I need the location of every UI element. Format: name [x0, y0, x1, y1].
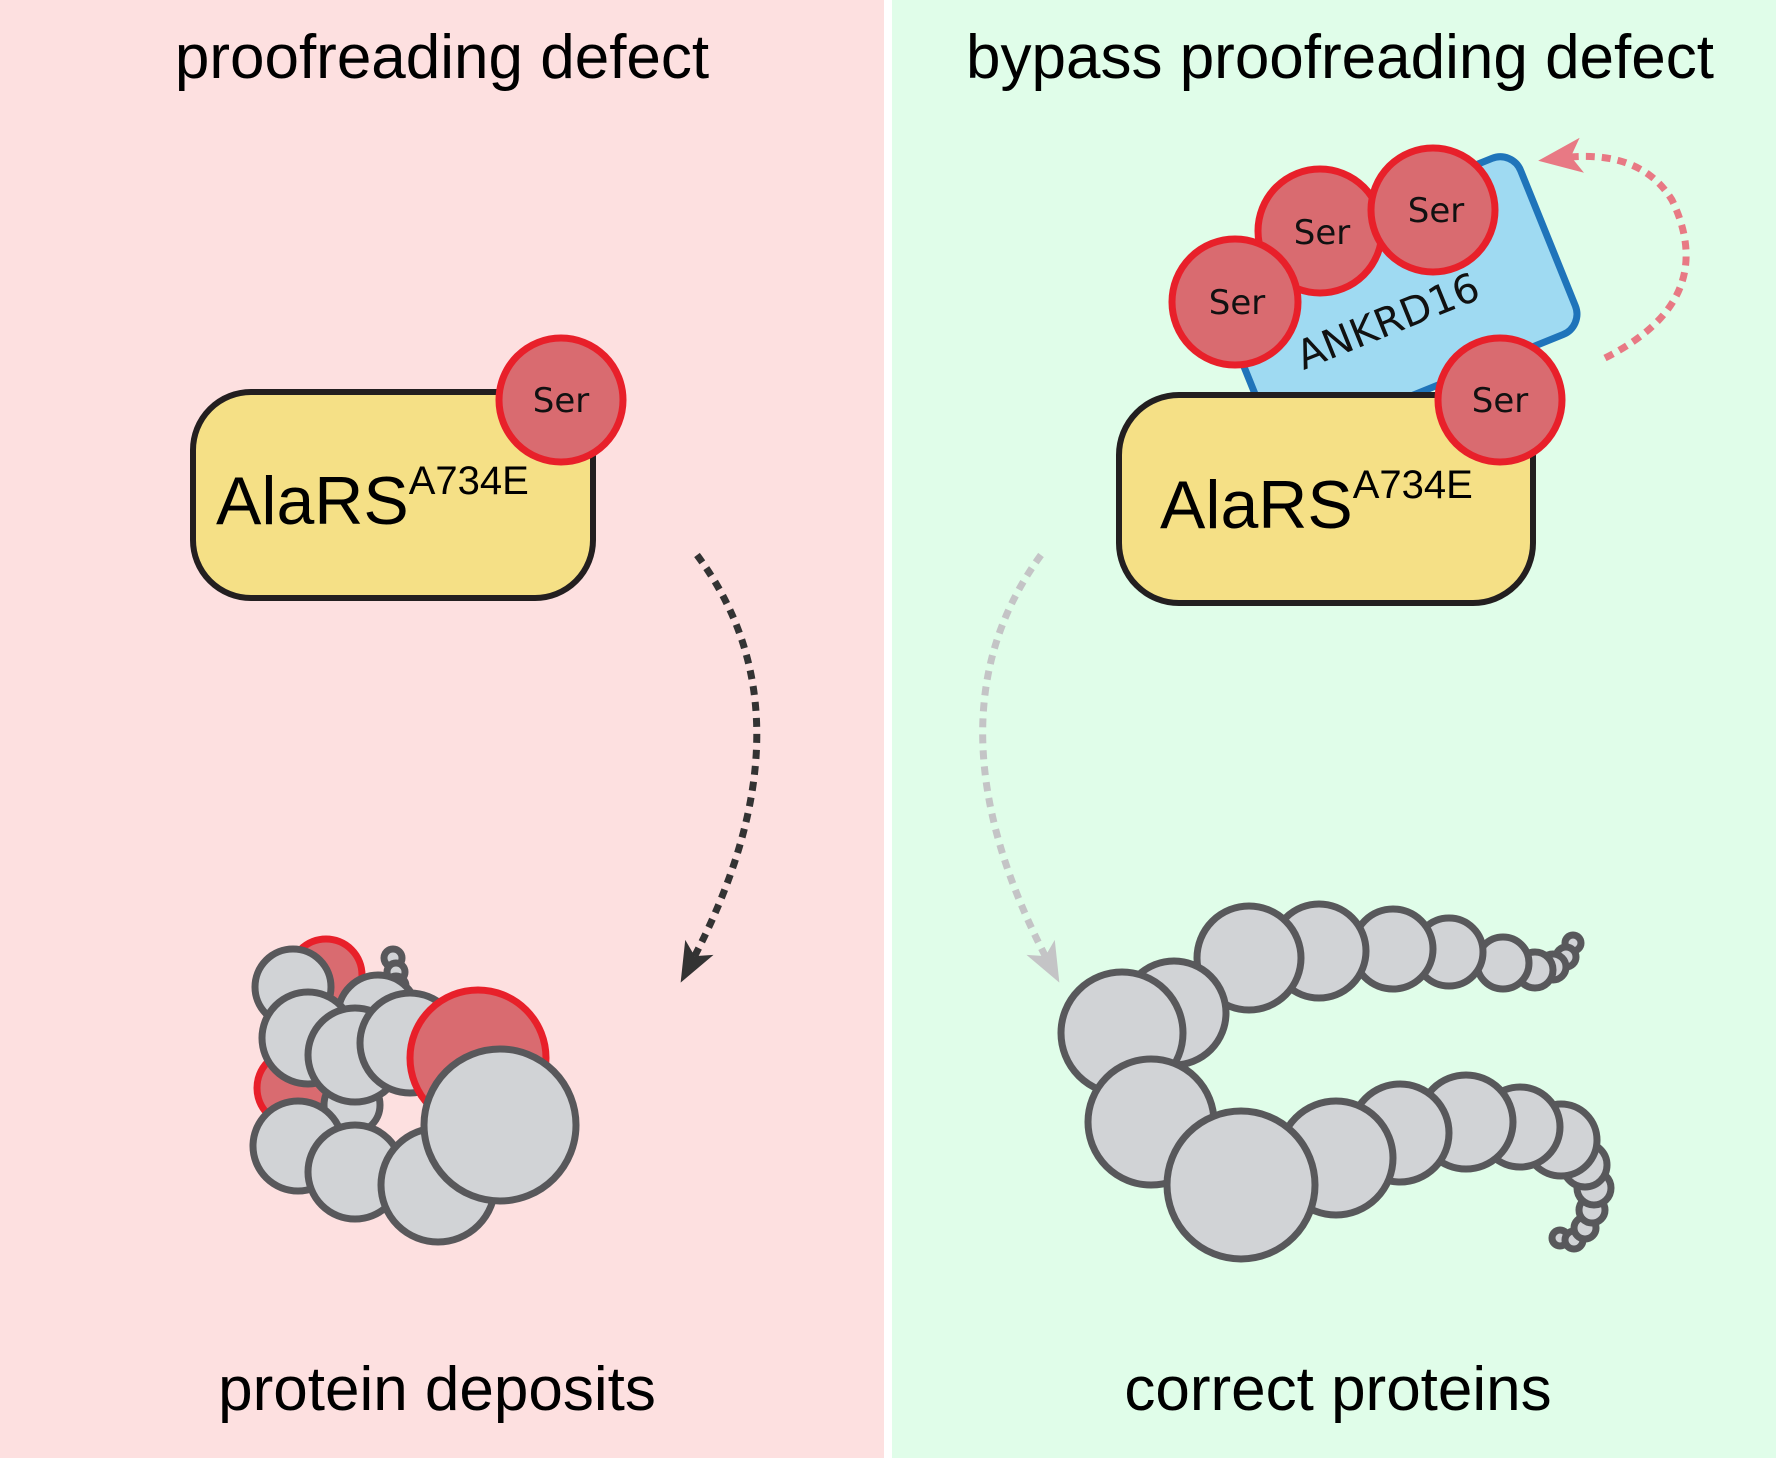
right-alars-enzyme [1116, 392, 1536, 606]
right-panel: bypass proofreading defect ANKRD16 AlaRS… [966, 23, 1714, 1424]
left-enzyme-complex: AlaRSA734E Ser [190, 334, 627, 601]
left-ser-label: Ser [533, 381, 590, 421]
left-translation-arrow [680, 552, 761, 983]
left-panel-title: proofreading defect [175, 23, 709, 92]
left-enzyme-mutation: A734E [409, 459, 529, 503]
amino-acid-bead [420, 1045, 580, 1205]
ser-residue-3: Ser [1367, 144, 1499, 276]
svg-text:Ser: Ser [1472, 381, 1529, 421]
ser-residue-2: Ser [1168, 235, 1302, 369]
ser-release-arrow [1538, 137, 1690, 362]
ser-residue-4: Ser [1434, 334, 1566, 466]
left-alars-enzyme [190, 389, 596, 601]
svg-text:Ser: Ser [1408, 191, 1465, 231]
right-translation-arrow [979, 552, 1060, 983]
left-ser-residue [495, 334, 627, 466]
left-enzyme-label: AlaRSA734E [216, 459, 529, 539]
right-enzyme-mutation: A734E [1353, 463, 1473, 507]
left-enzyme-name: AlaRS [216, 463, 409, 539]
left-panel: proofreading defect AlaRSA734E Ser prote… [175, 23, 761, 1424]
panel-divider [884, 0, 892, 1458]
right-enzyme-label: AlaRSA734E [1160, 463, 1473, 543]
correct-protein-chain [1057, 900, 1615, 1263]
ser-residue-1: Ser [1254, 165, 1386, 297]
right-panel-title: bypass proofreading defect [966, 23, 1714, 92]
protein-deposit-clump [249, 935, 580, 1246]
amino-acid-bead [1163, 1107, 1319, 1263]
right-outcome-label: correct proteins [1124, 1355, 1551, 1424]
left-outcome-label: protein deposits [218, 1355, 656, 1424]
amino-acid-bead [1193, 902, 1305, 1014]
right-enzyme-complex: ANKRD16 AlaRSA734E Ser Ser Ser Ser [1116, 144, 1581, 606]
svg-text:Ser: Ser [1209, 283, 1266, 323]
svg-text:Ser: Ser [1294, 213, 1351, 253]
right-enzyme-name: AlaRS [1160, 467, 1353, 543]
